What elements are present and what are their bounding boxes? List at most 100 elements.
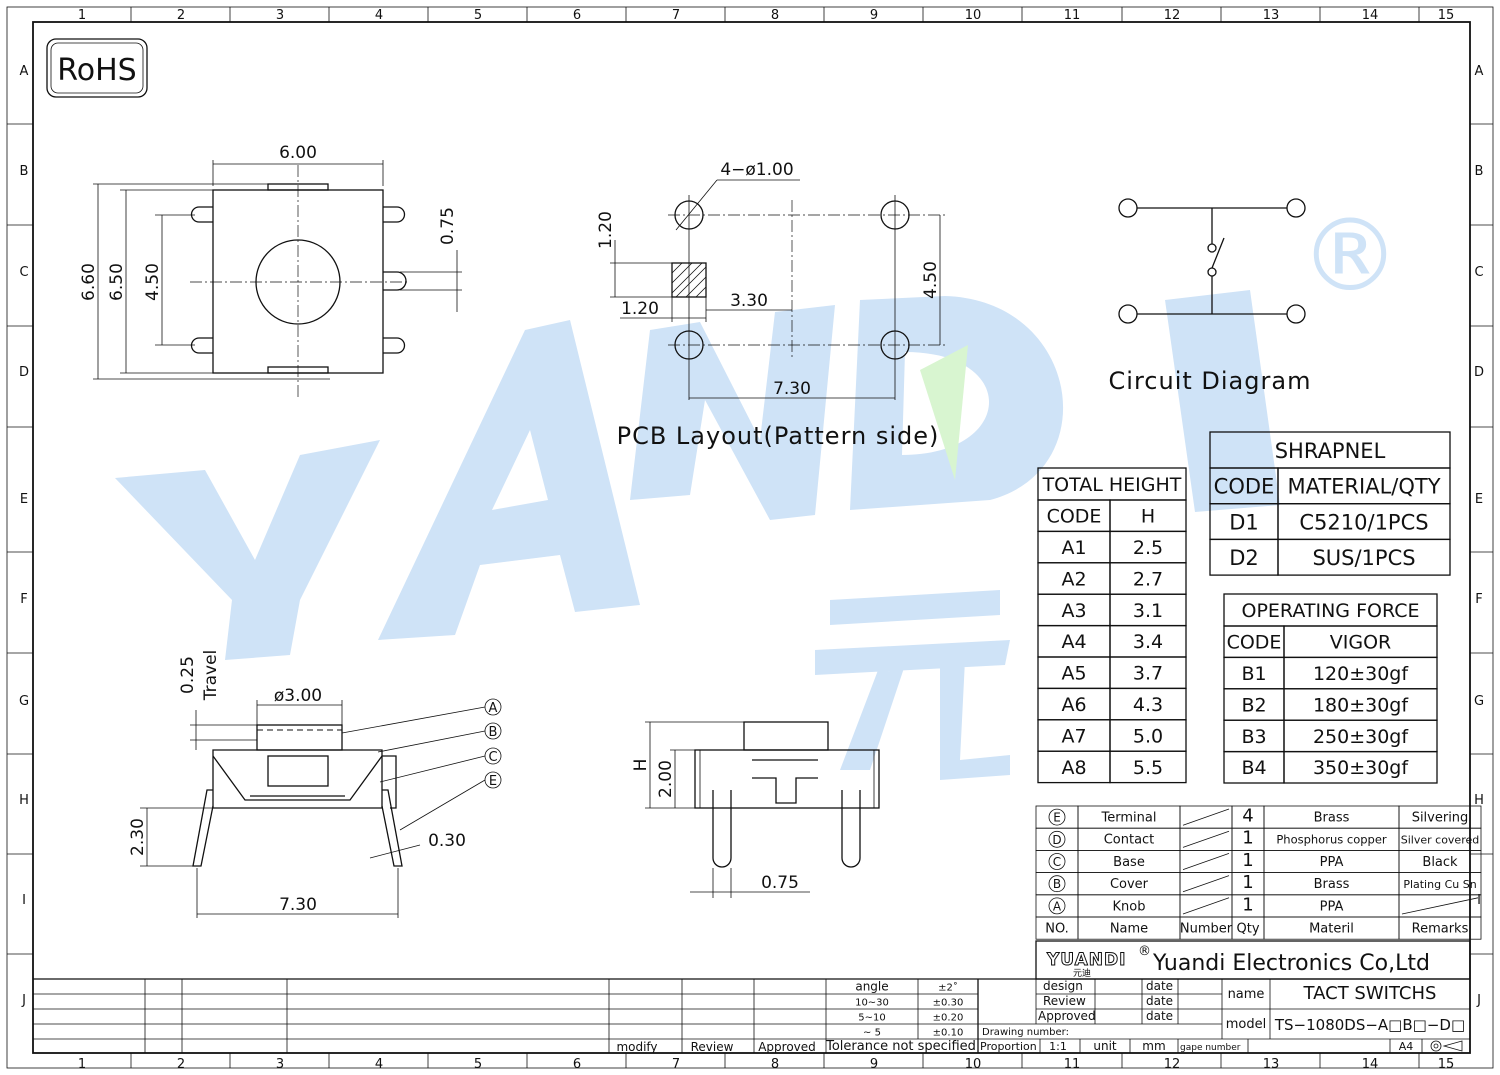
bom-cell: PPA: [1320, 899, 1344, 914]
label-name: name: [1228, 987, 1265, 1002]
dim-side-width: 7.30: [279, 895, 317, 915]
bom-item-id: E: [1053, 811, 1061, 825]
tolerance-range: ~ 5: [863, 1028, 881, 1039]
grid-row-left: I: [22, 893, 26, 908]
tolerance-value: ±2˚: [938, 982, 958, 994]
grid-col-top: 4: [375, 8, 383, 23]
table-cell: 350±30gf: [1313, 757, 1409, 779]
top-view: 6.00 6.60 6.50 4.50 0.75: [79, 143, 462, 400]
callout-E: E: [489, 774, 497, 789]
proportion-value: 1:1: [1049, 1040, 1067, 1053]
table-cell: C5210/1PCS: [1299, 510, 1428, 534]
bom-item-id: D: [1052, 833, 1061, 847]
table-cell: B2: [1241, 694, 1266, 716]
dim-travel-value: 0.25: [178, 656, 198, 694]
dim-lead-width: 0.75: [761, 873, 799, 893]
grid-row-right: F: [1475, 592, 1482, 607]
grid-col-bottom: 2: [177, 1057, 185, 1072]
table-cell: 250±30gf: [1313, 726, 1409, 748]
grid-row-right: H: [1474, 793, 1484, 808]
label-approved: Approved: [1038, 1009, 1096, 1023]
dim-pad-offset: 3.30: [730, 291, 768, 311]
part-model: TS−1080DS−A□B□−D□: [1274, 1016, 1465, 1034]
bom-item-id: B: [1053, 877, 1061, 891]
label-model: model: [1226, 1017, 1266, 1032]
label-unit: unit: [1093, 1039, 1117, 1053]
grid-col-bottom: 8: [771, 1057, 779, 1072]
grid-col-top: 5: [474, 8, 482, 23]
dim-lead-thickness: 0.30: [428, 831, 466, 851]
dim-width: 6.00: [279, 143, 317, 163]
grid-row-left: H: [19, 793, 29, 808]
title-logo-cn: 元迪: [1073, 967, 1091, 979]
bom-cell: 1: [1242, 828, 1253, 849]
dim-pad-width: 1.20: [621, 299, 659, 319]
grid-col-bottom: 7: [672, 1057, 680, 1072]
bom-cell: PPA: [1320, 855, 1344, 870]
callout-A: A: [489, 701, 498, 716]
bom-cell: Silver covered: [1401, 834, 1479, 847]
dim-pcb-pitch-h: 7.30: [773, 379, 811, 399]
grid-col-top: 8: [771, 8, 779, 23]
grid-col-bottom: 11: [1064, 1057, 1081, 1072]
rohs-label: RoHS: [57, 53, 136, 88]
paper-size: A4: [1399, 1040, 1414, 1053]
bom-cell: Base: [1113, 855, 1145, 870]
table-title: SHRAPNEL: [1275, 439, 1386, 463]
projection-symbol-icon: [1430, 1040, 1463, 1052]
label-review: Review: [1043, 994, 1086, 1008]
label-date-1: date: [1146, 979, 1173, 993]
rev-approved: Approved: [758, 1040, 816, 1054]
rev-modify: modify: [616, 1040, 657, 1054]
part-name: TACT SWITCHS: [1303, 983, 1437, 1004]
table-cell: 3.1: [1133, 600, 1163, 622]
grid-col-top: 7: [672, 8, 680, 23]
table-cell: A7: [1061, 725, 1086, 747]
table-cell: A2: [1061, 568, 1086, 590]
grid-col-top: 1: [78, 8, 86, 23]
table-title: TOTAL HEIGHT: [1042, 474, 1182, 496]
dim-travel-label: Travel: [201, 650, 221, 702]
grid-row-right: C: [1474, 265, 1483, 280]
grid-row-left: D: [19, 365, 29, 380]
bom-header: Remarks: [1412, 922, 1469, 937]
grid-col-bottom: 5: [474, 1057, 482, 1072]
table-cell: A5: [1061, 663, 1086, 685]
dim-hole-dia: 4−ø1.00: [720, 160, 793, 180]
table-cell: A3: [1061, 600, 1086, 622]
table-cell: SUS/1PCS: [1312, 546, 1415, 570]
grid-col-top: 10: [965, 8, 982, 23]
grid-col-top: 12: [1164, 8, 1181, 23]
table-cell: 5.5: [1133, 757, 1163, 779]
table-cell: B4: [1241, 757, 1266, 779]
bom-cell: Contact: [1104, 833, 1155, 848]
title-logo: YUANDI: [1046, 950, 1126, 970]
table-header: CODE: [1047, 506, 1102, 528]
grid-row-right: E: [1475, 492, 1483, 507]
label-date-2: date: [1146, 994, 1173, 1008]
grid-col-bottom: 15: [1438, 1057, 1455, 1072]
tolerance-value: ±0.30: [933, 998, 964, 1009]
bom-cell: Plating Cu Sn: [1403, 878, 1476, 891]
side-view: A B C E 0.25 Travel ø3.00 2.30 0.30 7.30: [128, 650, 502, 918]
bom-cell: 1: [1242, 850, 1253, 871]
bom-header: NO.: [1045, 922, 1069, 937]
rohs-mark: RoHS: [46, 38, 148, 98]
callout-B: B: [489, 725, 498, 740]
grid-col-bottom: 6: [573, 1057, 581, 1072]
label-drawing-number: Drawing number:: [982, 1027, 1069, 1038]
grid-col-bottom: 9: [870, 1057, 878, 1072]
table-cell: 2.7: [1133, 568, 1163, 590]
table-cell: 2.5: [1133, 537, 1163, 559]
grid-col-bottom: 1: [78, 1057, 86, 1072]
dim-base-height: 2.30: [128, 818, 148, 856]
title-block: YUANDI ® 元迪 Yuandi Electronics Co,Ltd an…: [33, 940, 1471, 1054]
rev-review: Review: [691, 1040, 734, 1054]
table-cell: 4.3: [1133, 694, 1163, 716]
front-view: H 2.00 0.75: [631, 721, 880, 898]
grid-row-left: C: [19, 265, 28, 280]
